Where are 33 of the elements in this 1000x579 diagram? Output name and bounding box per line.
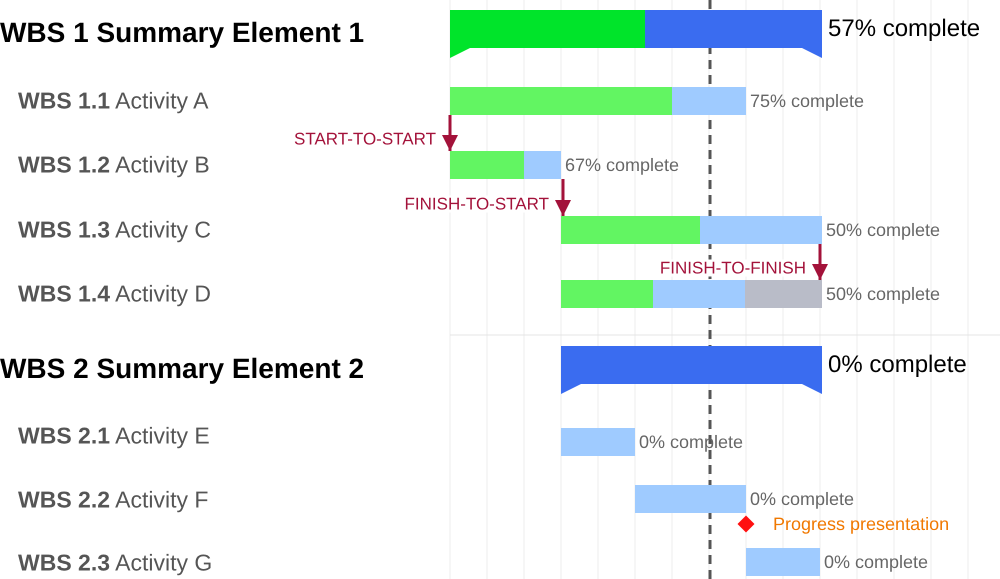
task-bar <box>561 216 822 244</box>
edge-label: FINISH-TO-START <box>402 196 551 212</box>
progress-label: 0% complete <box>639 433 744 451</box>
activity-label: WBS 1.4 Activity D <box>18 282 211 306</box>
activity-label: WBS 1.2 Activity B <box>18 154 210 176</box>
progress-label: 0% complete <box>824 553 928 571</box>
progress-label: 0% complete <box>750 490 854 508</box>
task-bar <box>561 428 635 456</box>
edge-label: START-TO-START <box>292 130 438 148</box>
milestone-label: Progress presentation <box>773 515 950 533</box>
task-bar <box>561 280 822 308</box>
progress-label: 57% complete <box>828 17 980 41</box>
progress-label: 75% complete <box>750 92 864 110</box>
dependency-arrow <box>555 179 571 216</box>
task-bar <box>450 87 746 115</box>
task-bar <box>635 485 746 513</box>
progress-label: 50% complete <box>826 221 940 239</box>
progress-label: 0% complete <box>828 353 967 377</box>
summary-bar <box>450 10 822 58</box>
progress-label: 50% complete <box>826 285 940 303</box>
activity-label: WBS 1.1 Activity A <box>18 90 208 112</box>
progress-label: 67% complete <box>565 156 680 174</box>
summary-bar <box>561 346 822 394</box>
summary-label: WBS 1 Summary Element 1 <box>0 19 364 47</box>
activity-label: WBS 1.3 Activity C <box>18 218 211 242</box>
activity-label: WBS 2.2 Activity F <box>18 488 208 512</box>
activity-label: WBS 2.1 Activity E <box>18 424 210 448</box>
summary-label: WBS 2 Summary Element 2 <box>0 355 364 383</box>
activity-label: WBS 2.3 Activity G <box>18 552 212 574</box>
task-bar <box>450 151 561 179</box>
dependency-arrow <box>442 115 458 151</box>
task-bar <box>746 548 820 576</box>
dependency-arrow <box>812 244 828 280</box>
